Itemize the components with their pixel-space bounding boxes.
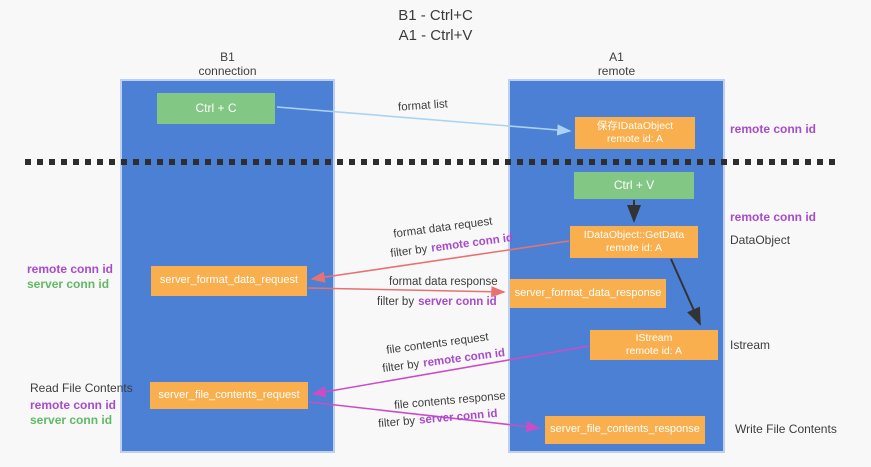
- node-save-idataobject-line2: remote id: A: [606, 133, 664, 145]
- title-line-2: A1 - Ctrl+V: [398, 27, 473, 44]
- phase-separator-line: [25, 159, 838, 165]
- lane-a1-subtitle: remote: [597, 64, 636, 78]
- label-read-file-contents: Read File Contents: [30, 381, 133, 395]
- node-idataobject-getdata: IDataObject::GetData remote id: A: [570, 226, 698, 258]
- node-save-idataobject-line1: 保存IDataObject: [596, 119, 674, 132]
- node-ctrl-c-label: Ctrl + C: [195, 101, 237, 115]
- node-server-file-contents-request-label: server_file_contents_request: [158, 388, 300, 401]
- label-server-conn-id-file: server conn id: [30, 413, 113, 427]
- label-server-conn-id-format: server conn id: [27, 277, 110, 291]
- filter-key-server-conn-id: server conn id: [418, 296, 497, 308]
- label-format-conn-ids: remote conn id server conn id: [27, 262, 113, 292]
- node-server-file-contents-response-label: server_file_contents_response: [550, 423, 700, 436]
- label-dataobject: DataObject: [730, 233, 791, 247]
- label-write-file-contents: Write File Contents: [735, 422, 837, 436]
- edge-label-format-data-response: format data response: [389, 276, 498, 288]
- node-server-format-data-response-label: server_format_data_response: [514, 286, 662, 299]
- node-idataobject-getdata-line2: remote id: A: [605, 242, 663, 254]
- title-line-1: B1 - Ctrl+C: [398, 7, 473, 24]
- format-list-arrow: [276, 106, 572, 136]
- node-istream-line2: remote id: A: [625, 345, 683, 357]
- lane-header-b1: B1 connection: [120, 50, 335, 78]
- lane-a1-name: A1: [609, 50, 624, 64]
- label-remote-conn-id-file: remote conn id: [30, 398, 117, 412]
- lane-header-a1: A1 remote: [508, 50, 725, 78]
- filter-prefix: filter by: [377, 296, 415, 308]
- diagram-title: B1 - Ctrl+C A1 - Ctrl+V: [0, 6, 871, 46]
- node-server-file-contents-request: server_file_contents_request: [150, 382, 308, 409]
- node-istream-line1: IStream: [635, 331, 673, 344]
- node-idataobject-getdata-line1: IDataObject::GetData: [583, 228, 685, 241]
- label-istream: Istream: [730, 338, 771, 352]
- node-ctrl-v: Ctrl + V: [574, 172, 694, 199]
- getdata-to-istream-arrow: [670, 258, 701, 326]
- format-data-response-arrow: [307, 286, 506, 298]
- node-server-file-contents-response: server_file_contents_response: [545, 416, 705, 444]
- label-remote-conn-id-top: remote conn id: [730, 122, 817, 136]
- node-istream: IStream remote id: A: [590, 330, 718, 360]
- node-save-idataobject: 保存IDataObject remote id: A: [575, 117, 695, 149]
- node-ctrl-v-label: Ctrl + V: [613, 178, 655, 192]
- node-server-format-data-request: server_format_data_request: [151, 266, 307, 296]
- label-remote-conn-id-format: remote conn id: [27, 262, 114, 276]
- node-ctrl-c: Ctrl + C: [157, 93, 275, 124]
- format-data-request-arrow: [310, 240, 570, 283]
- lane-b1-name: B1: [220, 50, 235, 64]
- label-file-conn-ids: remote conn id server conn id: [30, 398, 116, 428]
- file-contents-response-arrow: [308, 401, 541, 433]
- node-server-format-data-request-label: server_format_data_request: [159, 274, 299, 287]
- node-server-format-data-response: server_format_data_response: [510, 279, 666, 308]
- label-remote-conn-id-mid: remote conn id: [730, 210, 817, 224]
- file-contents-request-arrow: [311, 345, 590, 398]
- lane-b1-subtitle: connection: [198, 64, 257, 78]
